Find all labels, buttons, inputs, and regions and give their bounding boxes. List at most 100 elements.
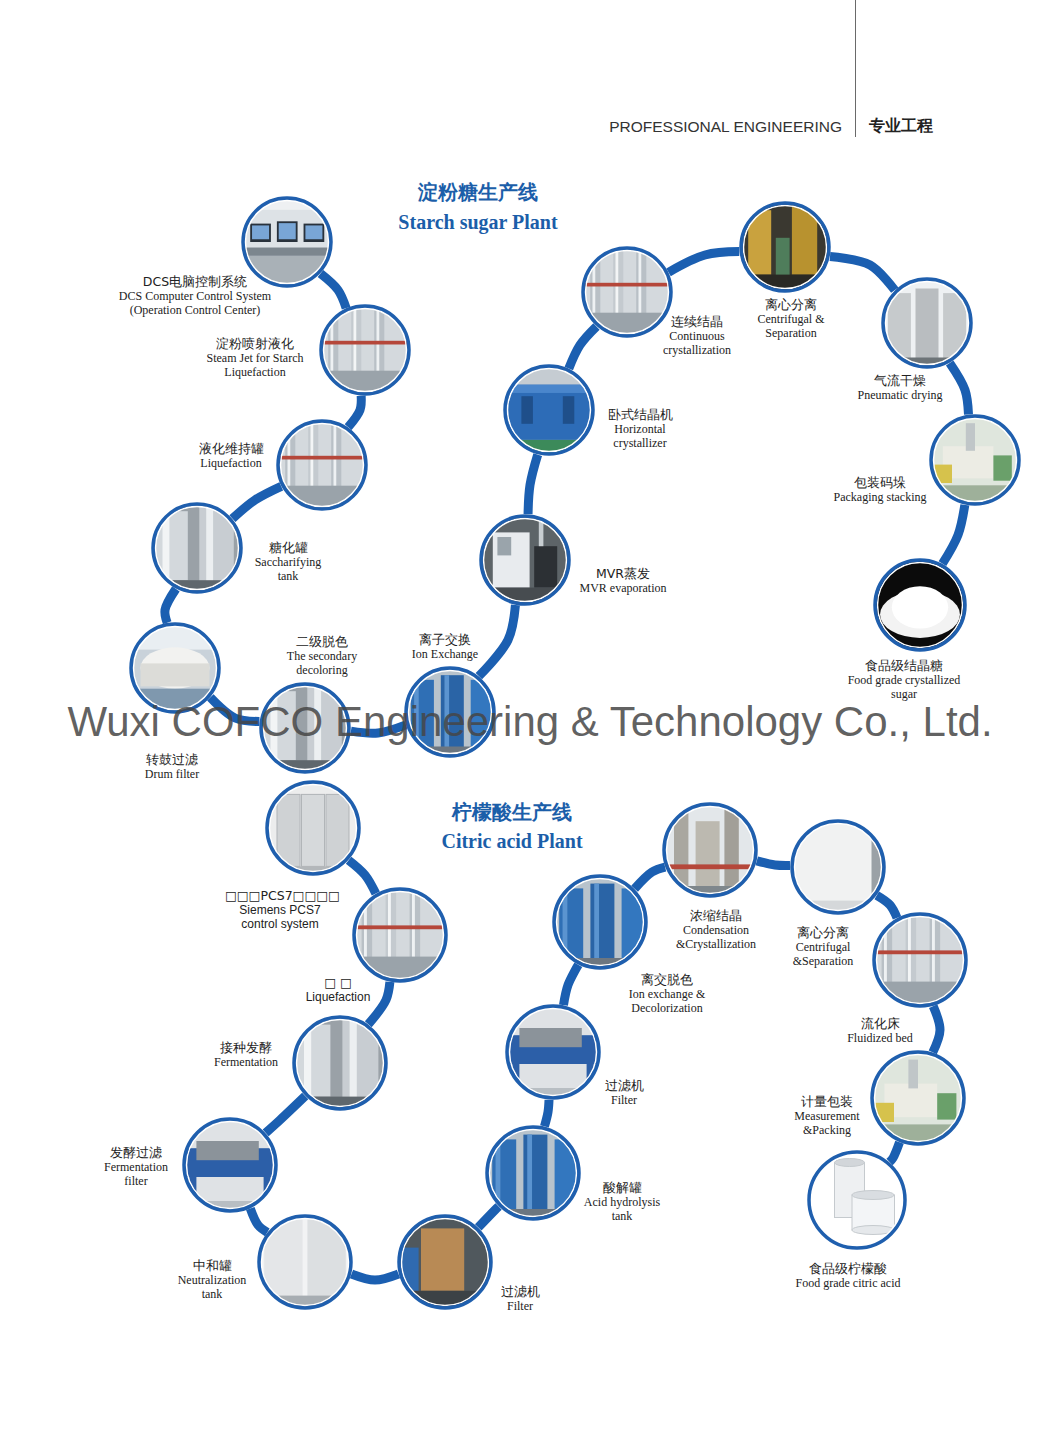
step-label-zh: 中和罐 xyxy=(170,1258,255,1273)
step-label-en: Measurement &Packing xyxy=(780,1109,875,1137)
step-label-en: Fermentation filter xyxy=(94,1160,179,1188)
process-circle: 接种发酵Fermentation xyxy=(292,1015,388,1111)
photo-group xyxy=(873,558,967,652)
photo-group xyxy=(552,874,648,970)
step-label-zh: 接种发酵 xyxy=(199,1040,294,1055)
process-circle: 离交脱色Ion exchange & Decolorization xyxy=(552,874,648,970)
step-label-block: 中和罐Neutralization tank xyxy=(170,1258,255,1301)
photo-ground xyxy=(873,558,967,652)
step-label-block: 包装码垛Packaging stacking xyxy=(820,475,940,504)
flow-line xyxy=(478,1206,498,1227)
process-circle: □□□PCS7□□□□Siemens PCS7 control system xyxy=(265,780,361,876)
process-circle: MVR蒸发MVR evaporation xyxy=(479,514,571,606)
photo-ground xyxy=(552,874,648,970)
photo-inner-ring xyxy=(484,519,567,602)
photo-group xyxy=(397,1214,493,1310)
photo-shape xyxy=(943,293,966,362)
step-label-block: □ □Liquefaction xyxy=(293,975,383,1004)
photo-group xyxy=(807,1150,907,1250)
label-block: Starch sugar Plant xyxy=(0,210,998,234)
flow-line xyxy=(320,274,346,309)
photo-inner-ring xyxy=(875,1055,962,1142)
photo-shape xyxy=(493,532,530,587)
equipment-photo xyxy=(257,1214,353,1310)
step-label-en: Liquefaction xyxy=(181,456,281,470)
photo-inner-ring xyxy=(508,369,591,452)
photo-ground xyxy=(151,502,243,594)
photo-group xyxy=(881,277,973,369)
equipment-photo xyxy=(182,1117,278,1213)
process-circle: 包装码垛Packaging stacking xyxy=(929,414,1021,506)
step-label-en: Steam Jet for Starch Liquefaction xyxy=(196,351,314,379)
photo-ground xyxy=(870,1050,966,1146)
photo-inner-ring xyxy=(270,785,357,872)
photo-shape xyxy=(908,1060,918,1089)
photo-ring xyxy=(664,804,756,896)
step-label-block: 离心分离Centrifugal & Separation xyxy=(741,297,841,340)
photo-shape xyxy=(206,507,213,585)
photo-ground xyxy=(319,304,411,396)
flow-line xyxy=(266,1096,306,1133)
photo-shape xyxy=(776,238,790,279)
equipment-photo xyxy=(479,514,571,606)
step-label-zh: 浓缩结晶 xyxy=(661,908,771,923)
step-label-en: Centrifugal & Separation xyxy=(741,312,841,340)
step-label-en: Continuous crystallization xyxy=(647,329,747,357)
step-label-block: 计量包装Measurement &Packing xyxy=(780,1094,875,1137)
equipment-photo xyxy=(739,201,831,293)
step-label-en: Neutralization tank xyxy=(170,1273,255,1301)
photo-ground xyxy=(807,1150,907,1250)
photo-inner-ring xyxy=(156,507,239,590)
photo-ring xyxy=(153,504,241,592)
process-circle: 连续结晶Continuous crystallization xyxy=(581,246,673,338)
flow-line xyxy=(669,252,740,273)
step-label-zh: 过滤机 xyxy=(480,1284,560,1299)
photo-shape xyxy=(352,925,448,929)
step-label-block: 淀粉喷射液化Steam Jet for Starch Liquefaction xyxy=(196,336,314,379)
flow-line xyxy=(349,860,376,893)
photo-shape xyxy=(304,224,325,242)
flow-line xyxy=(942,505,964,564)
process-circle: 食品级结晶糖Food grade crystallized sugar xyxy=(873,558,967,652)
step-label-zh: 离心分离 xyxy=(773,925,873,940)
process-circle: 计量包装Measurement &Packing xyxy=(870,1050,966,1146)
photo-shape xyxy=(594,884,599,961)
step-label-zh: 二级脱色 xyxy=(272,634,372,649)
photo-ground xyxy=(662,802,758,898)
step-label-zh: 转鼓过滤 xyxy=(127,752,217,767)
process-circle: 过滤机Filter xyxy=(397,1214,493,1310)
step-label-en: Liquefaction xyxy=(293,990,383,1004)
photo-inner-ring xyxy=(667,807,754,894)
process-circle: 食品级柠檬酸Food grade citric acid xyxy=(807,1150,907,1250)
photo-inner-ring xyxy=(812,1155,903,1246)
photo-inner-ring xyxy=(246,201,329,284)
step-label-en: Ion Exchange xyxy=(395,647,495,661)
equipment-photo xyxy=(870,1050,966,1146)
equipment-photo xyxy=(241,196,333,288)
photo-shape xyxy=(421,1228,464,1290)
photo-ring xyxy=(294,1017,386,1109)
label-block: 柠檬酸生产线 xyxy=(0,800,1032,824)
photo-inner-ring xyxy=(934,419,1017,502)
equipment-photo xyxy=(790,819,886,915)
photo-group xyxy=(581,246,673,338)
step-label-en: Horizontal crystallizer xyxy=(595,422,685,450)
step-label-en: Food grade crystallized sugar xyxy=(834,673,974,701)
photo-ground xyxy=(479,514,571,606)
step-label-zh: □ □ xyxy=(293,975,383,990)
process-circle: 液化维持罐Liquefaction xyxy=(276,419,368,511)
flow-line xyxy=(368,982,390,1024)
process-circle: 酸解罐Acid hydrolysis tank xyxy=(485,1125,581,1221)
photo-inner-ring xyxy=(877,917,964,1004)
step-label-block: 连续结晶Continuous crystallization xyxy=(647,314,747,357)
photo-ground xyxy=(265,780,361,876)
photo-inner-ring xyxy=(557,879,644,966)
photo-shape xyxy=(892,586,948,628)
step-label-zh: 过滤机 xyxy=(589,1078,659,1093)
process-circle: 卧式结晶机Horizontal crystallizer xyxy=(503,364,595,456)
step-label-zh: 连续结晶 xyxy=(647,314,747,329)
step-label-zh: 液化维持罐 xyxy=(181,441,281,456)
photo-inner-ring xyxy=(187,1122,274,1209)
photo-ring xyxy=(354,889,446,981)
step-label-zh: □□□PCS7□□□□ xyxy=(225,888,335,903)
